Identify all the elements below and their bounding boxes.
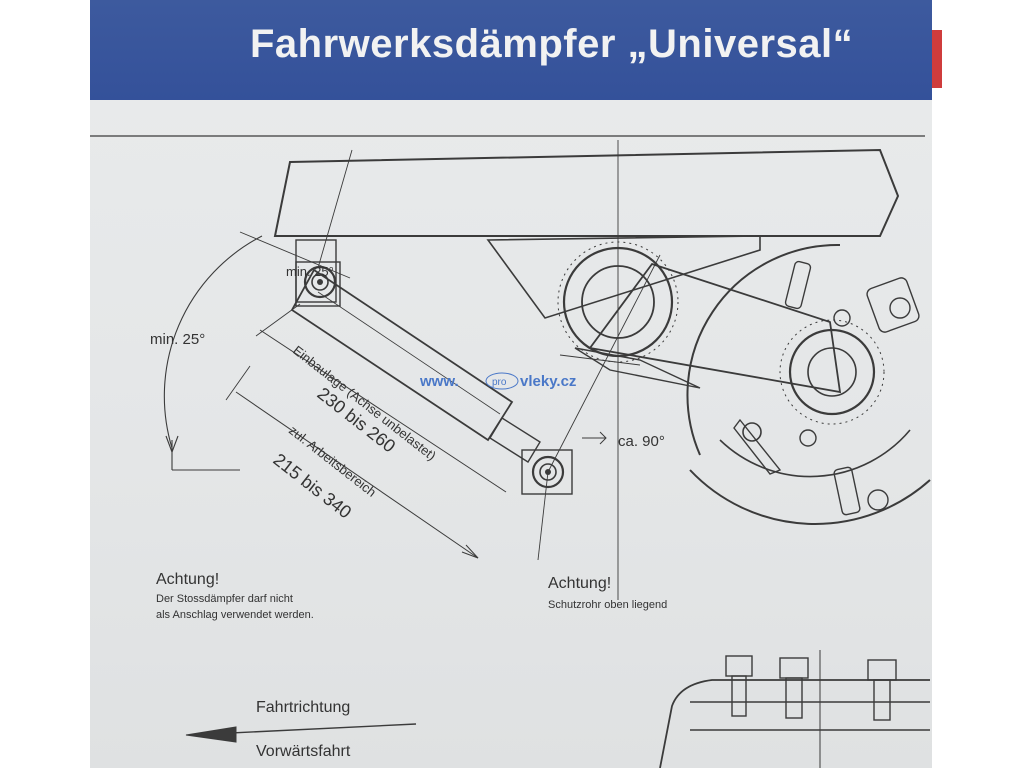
- direction-bottom-label: Vorwärtsfahrt: [256, 743, 351, 760]
- angle-right-label: ca. 90°: [618, 433, 665, 450]
- note-right-line1: Schutzrohr oben liegend: [548, 599, 667, 611]
- direction-top-label: Fahrtrichtung: [256, 699, 350, 716]
- watermark-middle: pro: [492, 377, 507, 388]
- note-left-line2: als Anschlag verwendet werden.: [156, 609, 314, 621]
- angle-left-label: min. 25°: [150, 331, 205, 348]
- note-left-heading: Achtung!: [156, 571, 219, 588]
- watermark-prefix: www.: [419, 373, 459, 390]
- red-edge-tab: [932, 30, 942, 88]
- note-right-heading: Achtung!: [548, 575, 611, 592]
- note-left-line1: Der Stossdämpfer darf nicht: [156, 593, 293, 605]
- angle-top-label: min. 25°: [286, 264, 334, 279]
- page-margin: [932, 0, 1024, 768]
- page-title: Fahrwerksdämpfer „Universal“: [250, 22, 854, 66]
- drawing-linework: [90, 135, 931, 768]
- watermark: www. pro vleky.cz: [419, 372, 576, 390]
- header-band: Fahrwerksdämpfer „Universal“: [90, 0, 932, 100]
- watermark-suffix: vleky.cz: [520, 373, 576, 390]
